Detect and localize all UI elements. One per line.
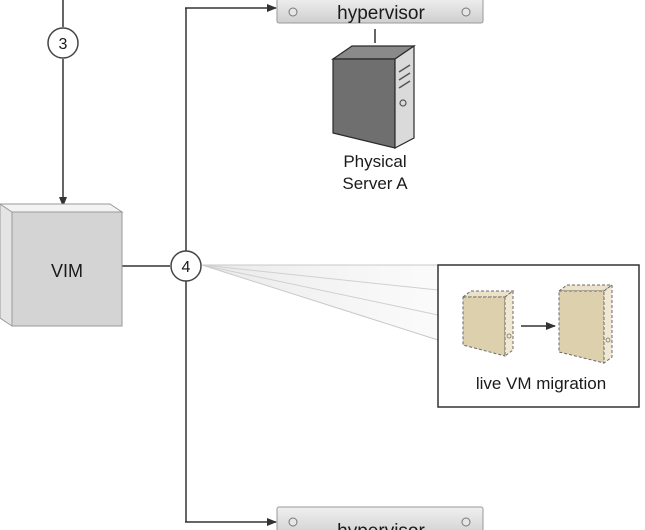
rack-screw-icon xyxy=(461,517,471,527)
vm-destination-icon xyxy=(557,284,614,364)
physical-server-icon xyxy=(331,44,416,149)
vm-source-icon xyxy=(461,290,515,357)
vim-box: VIM xyxy=(0,203,124,327)
callout-label: live VM migration xyxy=(476,374,606,393)
rack-screw-icon xyxy=(288,517,298,527)
rack-screw-icon xyxy=(288,7,298,17)
server-label-line1: Physical xyxy=(343,152,406,171)
step-4-badge: 4 xyxy=(170,250,202,282)
vim-label: VIM xyxy=(51,261,83,281)
step-4-label: 4 xyxy=(182,259,191,276)
hypervisor-bottom: hypervisor xyxy=(276,506,484,530)
hypervisor-top-label: hypervisor xyxy=(337,3,425,24)
callout-beam xyxy=(201,264,439,341)
connectors xyxy=(59,0,277,526)
rack-screw-icon xyxy=(461,7,471,17)
server-label-line2: Server A xyxy=(342,174,408,193)
live-migration-callout: live VM migration xyxy=(437,264,640,408)
step-3-label: 3 xyxy=(59,36,68,53)
hypervisor-bottom-label: hypervisor xyxy=(337,521,425,530)
hypervisor-top: hypervisor xyxy=(276,0,484,24)
step-3-badge: 3 xyxy=(47,27,79,59)
